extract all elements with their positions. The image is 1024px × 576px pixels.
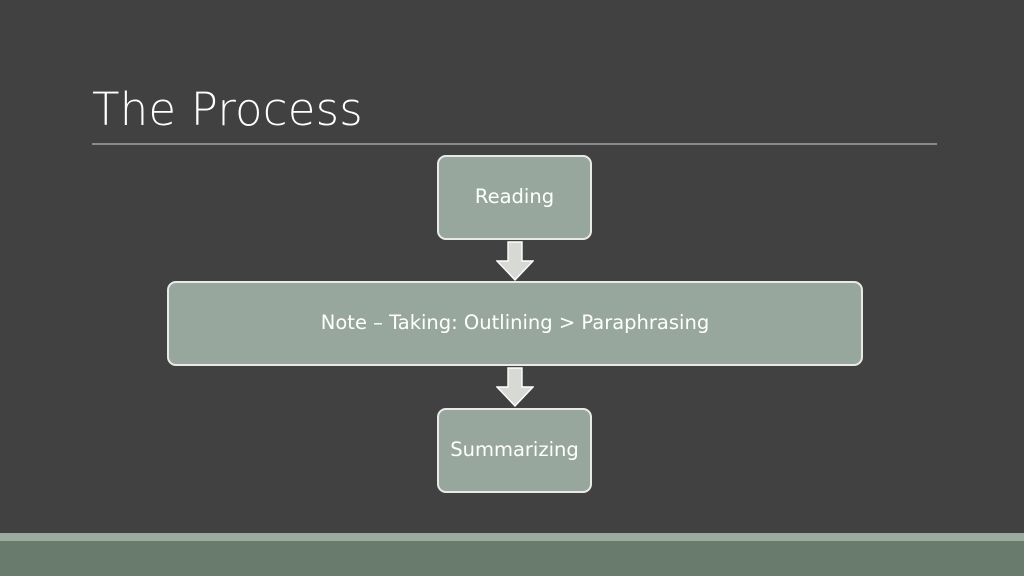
footer-bar <box>0 541 1024 576</box>
title-block: The Process <box>92 82 938 144</box>
flow-box-summarizing[interactable]: Summarizing <box>437 408 592 493</box>
arrow-down-icon <box>496 241 534 281</box>
title-divider <box>92 143 937 145</box>
flow-box-note-taking[interactable]: Note – Taking: Outlining > Paraphrasing <box>167 281 863 366</box>
arrow-down-icon <box>496 367 534 407</box>
footer-accent-strip <box>0 533 1024 541</box>
flow-box-summarizing-label: Summarizing <box>450 438 579 462</box>
flow-box-note-taking-label: Note – Taking: Outlining > Paraphrasing <box>320 311 710 335</box>
flow-box-reading-label: Reading <box>474 185 555 209</box>
page-title: The Process <box>92 83 363 136</box>
flow-box-reading[interactable]: Reading <box>437 155 592 240</box>
